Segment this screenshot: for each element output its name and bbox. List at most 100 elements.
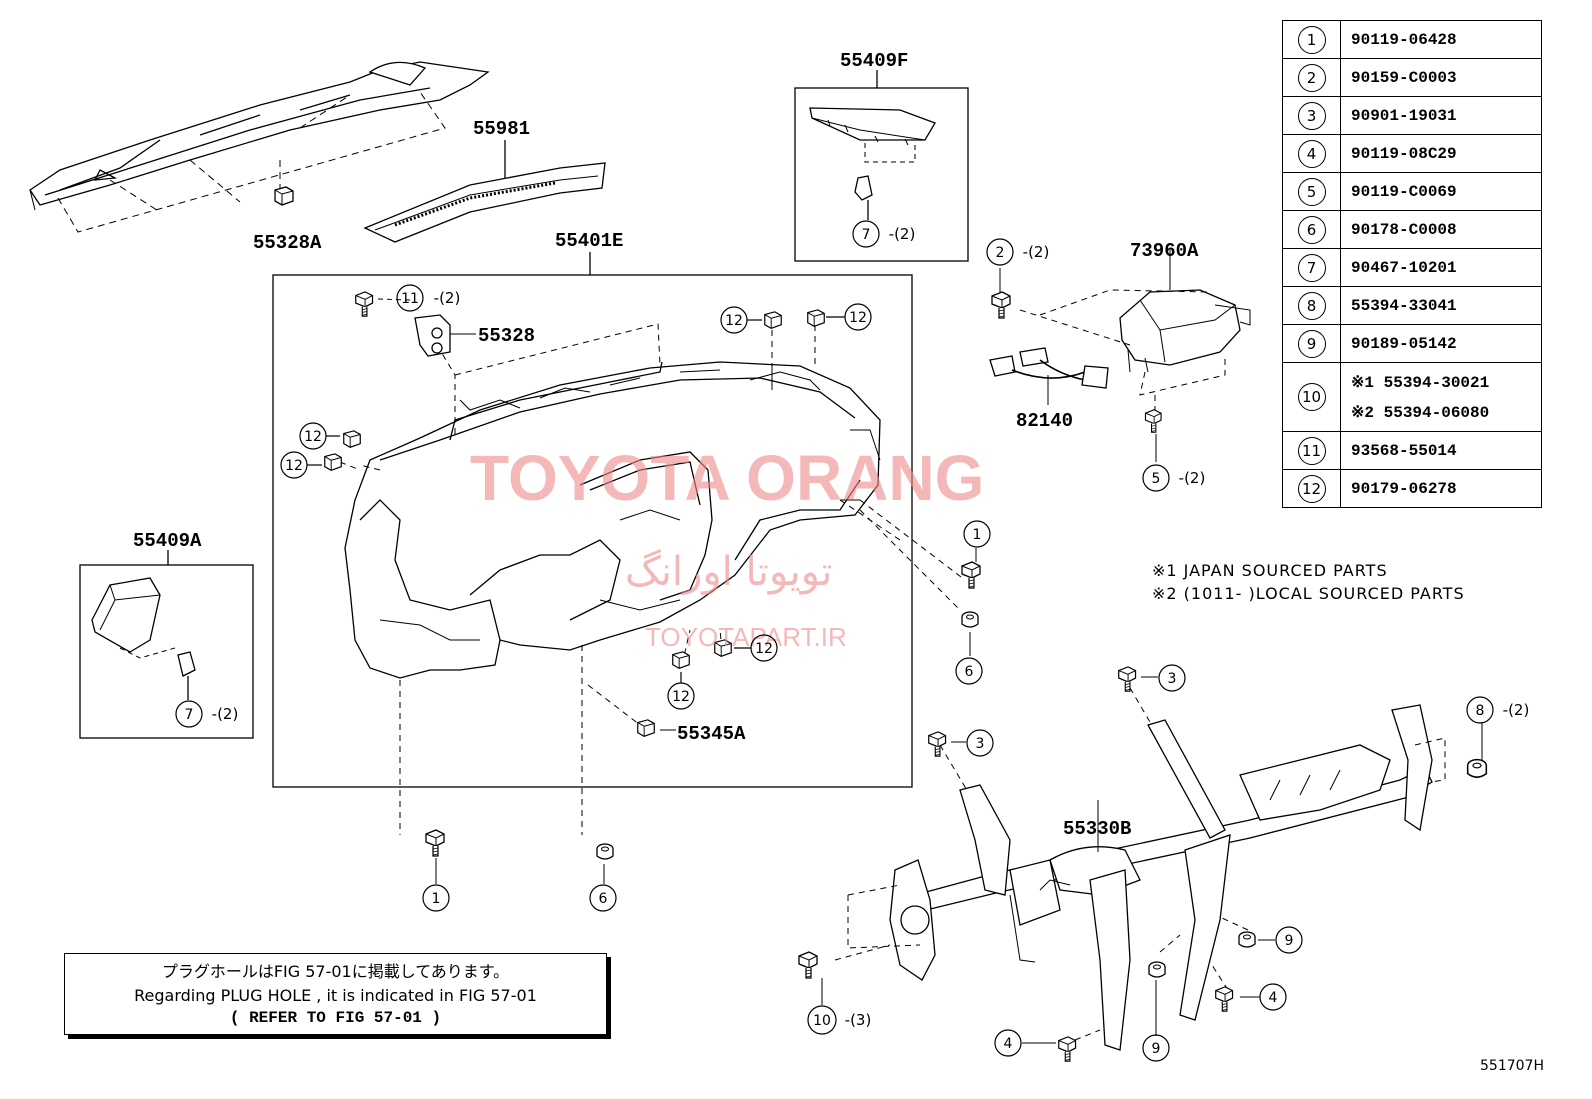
part-number[interactable]: 90189-05142	[1351, 334, 1457, 353]
watermark: TOYOTA ORANG تویوتا اورانگ TOYOTAPART.IR	[470, 442, 984, 652]
speaker-grille-55409f	[809, 107, 936, 220]
callout-3b	[966, 729, 994, 757]
label-55409f: 55409F	[840, 50, 908, 72]
bracket-55328	[414, 314, 451, 357]
part-number[interactable]: ※1 55394-30021	[1351, 374, 1490, 392]
reference-refer-link[interactable]: ( REFER TO FIG 57-01 )	[229, 1009, 442, 1027]
svg-text:-(2): -(2)	[1503, 701, 1530, 719]
callout-10	[807, 1005, 837, 1035]
callouts	[175, 220, 1494, 1062]
defroster-garnish	[363, 140, 606, 243]
ref-number-circle: 6	[1297, 215, 1326, 244]
callout-7a	[852, 220, 880, 248]
clip-12e-icon	[672, 651, 690, 669]
svg-text:12: 12	[672, 689, 690, 705]
watermark-persian: تویوتا اورانگ	[625, 549, 832, 595]
svg-text:-(2): -(2)	[889, 225, 916, 243]
svg-text:4: 4	[1269, 990, 1278, 1006]
label-55981: 55981	[473, 118, 530, 140]
parts-table-row: 9 90189-05142	[1282, 324, 1542, 363]
part-number[interactable]: 55394-33041	[1351, 296, 1457, 315]
svg-text:12: 12	[304, 429, 322, 445]
bolt-4b-icon	[1058, 1036, 1077, 1062]
parts-table-row: 5 90119-C0069	[1282, 172, 1542, 211]
figure-number: 551707H	[1480, 1058, 1544, 1074]
part-number[interactable]: 90119-C0069	[1351, 182, 1457, 201]
callout-4a	[1259, 983, 1287, 1011]
watermark-site: TOYOTAPART.IR	[645, 622, 847, 652]
part-number[interactable]: 90119-06428	[1351, 30, 1457, 49]
svg-text:11: 11	[401, 291, 419, 307]
ref-number-circle: 10	[1297, 383, 1326, 411]
parts-table-row: 7 90467-10201	[1282, 248, 1542, 287]
label-55409a: 55409A	[133, 530, 202, 552]
bolt-1-right-icon	[961, 561, 981, 589]
svg-text:4: 4	[1004, 1036, 1013, 1052]
instrument-panel	[344, 361, 881, 679]
svg-text:10: 10	[813, 1013, 831, 1029]
svg-text:2: 2	[996, 245, 1005, 261]
wire-harness	[989, 347, 1109, 405]
clip-55328a-icon	[274, 186, 294, 206]
ref-number-circle: 9	[1297, 329, 1326, 358]
duct-dash-lines	[57, 91, 446, 233]
parts-table-row: 10 ※1 55394-30021 ※2 55394-06080	[1282, 362, 1542, 432]
ref-number-circle: 1	[1297, 25, 1326, 54]
callout-5	[1142, 464, 1170, 492]
part-number-alt[interactable]: ※2 55394-06080	[1351, 404, 1490, 422]
passenger-airbag	[1119, 250, 1251, 373]
parts-table-row: 6 90178-C0008	[1282, 210, 1542, 249]
ref-number-circle: 5	[1297, 177, 1326, 206]
svg-text:7: 7	[185, 707, 194, 723]
callout-8	[1466, 696, 1494, 724]
part-number[interactable]: 90119-08C29	[1351, 144, 1457, 163]
svg-text:8: 8	[1476, 703, 1485, 719]
callout-1-lower	[422, 884, 450, 912]
spacer-8-icon	[1466, 758, 1488, 778]
label-55330b: 55330B	[1063, 818, 1131, 840]
nut-6-lower-icon	[596, 843, 614, 860]
callout-6-lower	[589, 884, 617, 912]
ref-number-circle: 4	[1297, 139, 1326, 168]
svg-text:-(2): -(2)	[1179, 469, 1206, 487]
watermark-main: TOYOTA ORANG	[470, 442, 984, 514]
defroster-duct	[29, 61, 490, 211]
speaker-grille-55409a	[91, 577, 196, 700]
ref-number-circle: 7	[1297, 253, 1326, 282]
clip-12c-icon	[343, 430, 361, 448]
parts-table-row: 2 90159-C0003	[1282, 58, 1542, 97]
part-number[interactable]: 90178-C0008	[1351, 220, 1457, 239]
part-number[interactable]: 93568-55014	[1351, 441, 1457, 460]
ref-number-circle: 3	[1297, 101, 1326, 130]
callout-9a	[1275, 926, 1303, 954]
clip-12d-icon	[324, 453, 342, 471]
part-number[interactable]: 90179-06278	[1351, 479, 1457, 498]
ref-number-circle: 2	[1297, 63, 1326, 92]
svg-text:3: 3	[1168, 671, 1177, 687]
part-number[interactable]: 90467-10201	[1351, 258, 1457, 277]
parts-table-row: 3 90901-19031	[1282, 96, 1542, 135]
callout-4b	[994, 1029, 1022, 1057]
label-55401e: 55401E	[555, 230, 623, 252]
svg-text:-(3): -(3)	[845, 1011, 872, 1029]
label-73960a: 73960A	[1130, 240, 1199, 262]
svg-text:6: 6	[965, 664, 974, 680]
part-number[interactable]: 90901-19031	[1351, 106, 1457, 125]
svg-text:-(2): -(2)	[212, 705, 239, 723]
parts-table-row: 11 93568-55014	[1282, 431, 1542, 470]
svg-text:-(2): -(2)	[1023, 243, 1050, 261]
bolt-10-icon	[798, 951, 818, 979]
clip-12b-icon	[807, 309, 825, 327]
ref-number-circle: 11	[1297, 436, 1326, 465]
clip-12a-icon	[764, 311, 782, 329]
bolt-3a-icon	[1118, 666, 1137, 692]
part-labels: 55409F 55981 55328A 55401E 55328 55409A …	[133, 50, 1199, 840]
callout-3a	[1158, 664, 1186, 692]
svg-text:1: 1	[973, 527, 982, 543]
airbag-dash-lines	[1019, 289, 1226, 412]
callout-2	[986, 238, 1014, 266]
part-number[interactable]: 90159-C0003	[1351, 68, 1457, 87]
svg-text:7: 7	[862, 227, 871, 243]
